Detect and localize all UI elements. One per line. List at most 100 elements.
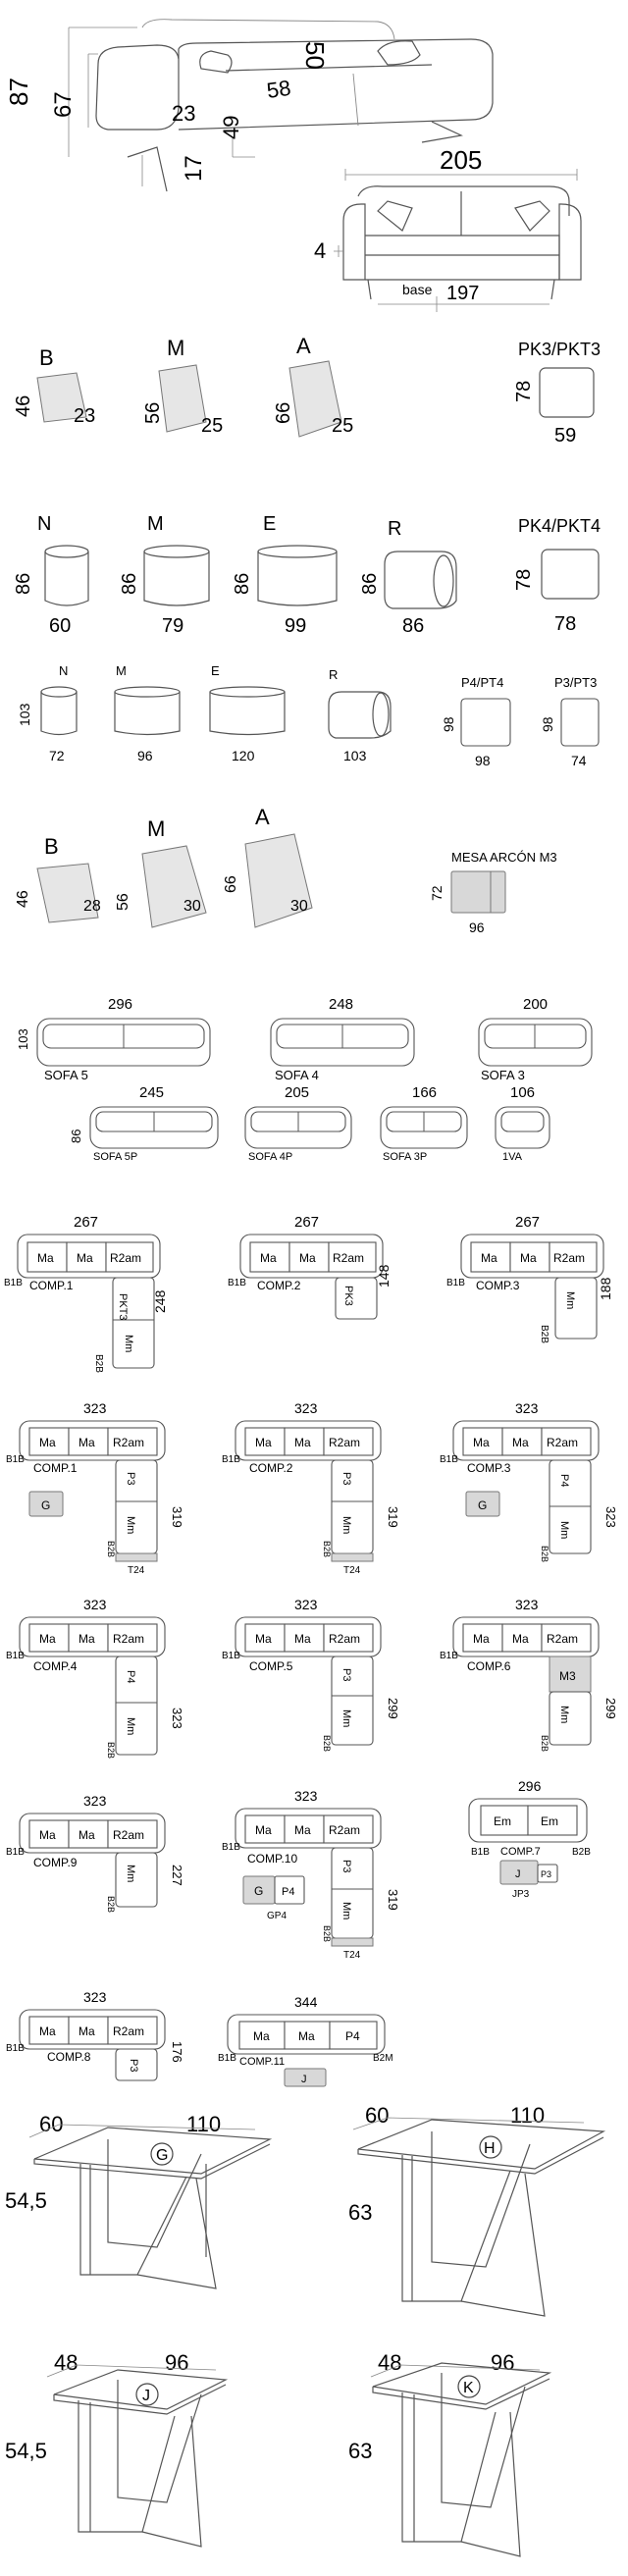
cushion-letter: M: [167, 336, 184, 360]
pouf-width: 103: [343, 748, 367, 763]
comp-right: B2B: [572, 1847, 591, 1858]
mod-label: Ma: [39, 1632, 56, 1646]
table-width: 96: [165, 2350, 188, 2375]
sofa-height: 103: [16, 1028, 30, 1050]
table-label: J: [515, 1868, 521, 1880]
comp-left: B1B: [4, 1278, 23, 1288]
pouf-height: 86: [13, 573, 34, 595]
table-label: G: [478, 1498, 487, 1512]
p3-title: P3/PT3: [554, 675, 597, 690]
hero-front-view: 205 4 base 197: [314, 145, 582, 312]
comp-left: B1B: [471, 1847, 490, 1858]
pouf-width: 72: [49, 748, 65, 763]
pk3-module: PK3/PKT3 78 59: [513, 340, 601, 447]
pouf-height: 86: [119, 573, 140, 595]
cushion-a-2: A 66 30: [223, 805, 313, 928]
table-k: 48 96 K 63: [348, 2350, 552, 2557]
mod-label: P4: [125, 1670, 136, 1683]
comp-3-row2: 323 Ma Ma R2am P4 Mm B1B COMP.3 323 B2B …: [440, 1400, 618, 1562]
pouf-height: 86: [359, 573, 381, 595]
comp-end: B2B: [322, 1541, 332, 1557]
table-label: G: [254, 1884, 263, 1898]
mod-label: R2am: [329, 1823, 360, 1837]
comp-left: B1B: [222, 1454, 240, 1465]
p3-height: 98: [540, 716, 555, 732]
pouf-letter: R: [329, 667, 338, 682]
comp-name: COMP.9: [33, 1856, 78, 1869]
pouf-letter: N: [37, 513, 51, 535]
pouf-letter: E: [263, 513, 276, 535]
table-depth: 48: [378, 2350, 401, 2375]
cushion-width: 28: [83, 898, 101, 915]
mod-label: P3: [125, 1472, 136, 1485]
p4-title: P4/PT4: [461, 675, 503, 690]
pouf-e-small: E 120: [209, 663, 286, 763]
poufs-row-a: N 86 60 M 86 79 E 86 99 R 86 86: [13, 513, 601, 637]
compositions-row-5: 323 Ma Ma R2am P3 B1B COMP.8 176 344 Ma …: [6, 1989, 393, 2087]
comp-left: B1B: [6, 1651, 25, 1661]
mod-label: Mm: [340, 1902, 352, 1919]
cushion-letter: M: [147, 816, 165, 841]
mod-label: Ma: [298, 2029, 315, 2043]
comp-side: 319: [386, 1889, 400, 1911]
comp-bottom: T24: [343, 1565, 361, 1576]
comp-name: COMP.4: [33, 1659, 78, 1673]
comp-width: 344: [294, 1994, 318, 2010]
mod-label: Ma: [473, 1632, 490, 1646]
mod-label: Ma: [294, 1632, 311, 1646]
base-label: base: [402, 282, 433, 297]
table-group-label: JP3: [512, 1889, 530, 1900]
mod-label: Ma: [77, 1251, 93, 1265]
sofa-1va: 106 1VA: [495, 1084, 550, 1163]
mod-label: R2am: [333, 1251, 364, 1265]
pouf-m-small: M 96: [114, 663, 181, 763]
mod-label: Ma: [299, 1251, 316, 1265]
mod-label: Ma: [294, 1823, 311, 1837]
mod-label: P4: [345, 2029, 360, 2043]
dim-height-4: 4: [314, 238, 326, 263]
comp-name: COMP.8: [47, 2050, 91, 2064]
comp-6: 323 Ma Ma R2am M3 Mm B1B COMP.6 299 B2B: [440, 1597, 618, 1752]
mod-label: Ma: [260, 1251, 277, 1265]
comp-left: B1B: [218, 2053, 236, 2064]
table-h: 60 110 H 63: [348, 2103, 606, 2317]
sofa-width: 296: [108, 996, 132, 1013]
mesa-arcon-m3: MESA ARCÓN M3 72 96: [429, 850, 557, 935]
comp-side: 323: [603, 1506, 618, 1528]
sofa-3: 200 SOFA 3: [478, 996, 593, 1082]
cushion-letter: B: [39, 345, 54, 370]
cushions-row-a: B 46 23 M 56 25 A 66 25 PK3/PKT3 78 59: [13, 334, 601, 447]
pouf-width: 60: [49, 615, 71, 637]
table-letter: K: [463, 2380, 474, 2396]
table-depth: 60: [39, 2112, 63, 2136]
comp-width: 323: [294, 1597, 318, 1612]
sofa-width: 166: [412, 1084, 437, 1101]
mod-label: R2am: [113, 1436, 144, 1449]
table-label: P4: [282, 1886, 294, 1898]
mod-label: Em: [494, 1814, 511, 1828]
sofa-label: 1VA: [502, 1151, 523, 1163]
mod-label: Ma: [253, 2029, 270, 2043]
comp-left: B1B: [6, 1454, 25, 1465]
table-label: P3: [541, 1869, 551, 1879]
comp-side: 319: [170, 1506, 184, 1528]
poufs-row-b: N 103 72 M 96 E 120 R 103 P4/PT4 98: [17, 663, 600, 768]
table-depth: 48: [54, 2350, 78, 2375]
dim-leg-17: 17: [181, 155, 207, 182]
pouf-m: M 86 79: [119, 513, 210, 637]
mod-label: Ma: [39, 1436, 56, 1449]
pouf-height: 103: [17, 703, 32, 726]
comp-name: COMP.1: [33, 1461, 78, 1475]
table-height: 54,5: [5, 2439, 47, 2463]
mod-label: Mm: [125, 1865, 136, 1882]
pouf-height: 86: [232, 573, 253, 595]
cushion-width: 25: [332, 415, 353, 437]
comp-11: 344 Ma Ma P4 B1B B2M COMP.11 J: [218, 1994, 393, 2087]
mod-label: Ma: [255, 1823, 272, 1837]
comp-left: B1B: [228, 1278, 246, 1288]
mod-label: Ma: [473, 1436, 490, 1449]
comp-side: 248: [152, 1289, 168, 1313]
mod-label: Ma: [78, 2024, 95, 2038]
dim-height-67: 67: [50, 91, 77, 118]
mesa-height: 72: [429, 885, 445, 901]
